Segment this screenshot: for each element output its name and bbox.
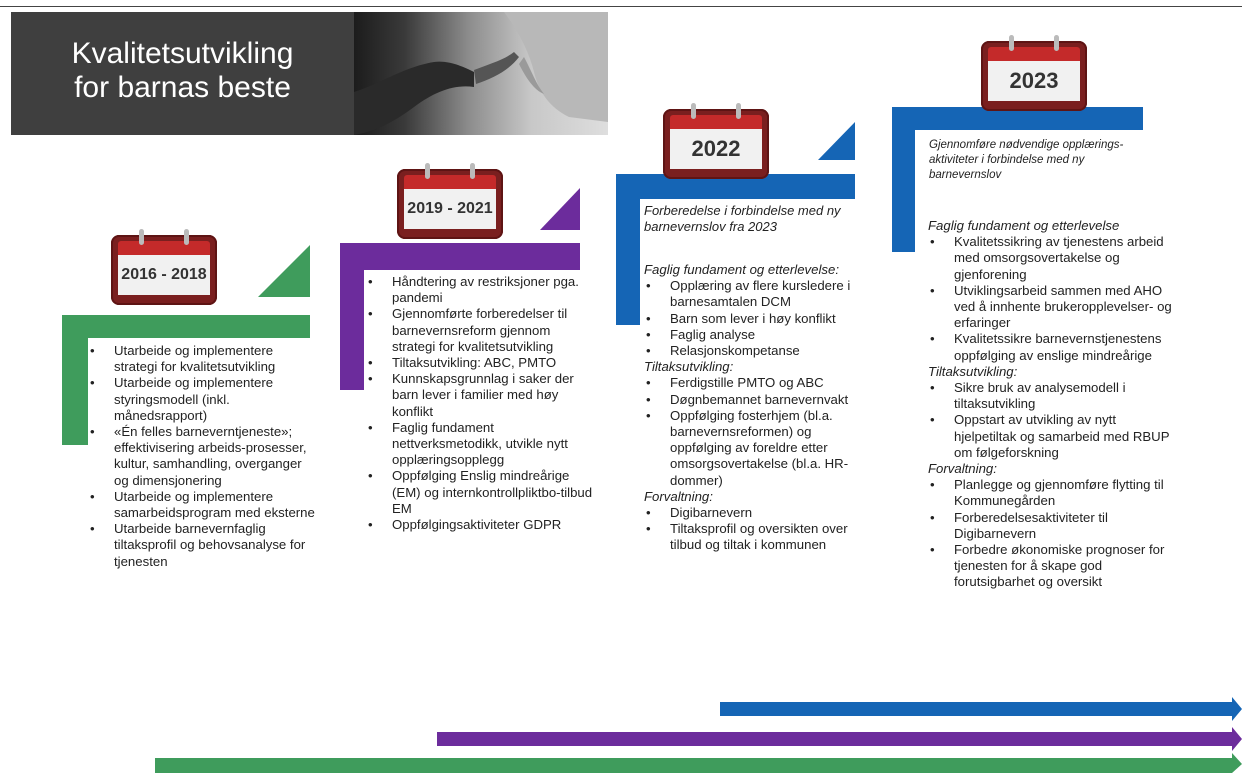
hands-illustration bbox=[354, 12, 608, 135]
list-item: Kvalitetssikre barnevernstjenestens oppf… bbox=[928, 331, 1178, 363]
calendar-2019-2021: 2019 - 2021 bbox=[397, 163, 503, 239]
list-item: Oppstart av utvikling av nytt hjelpetilt… bbox=[928, 412, 1178, 461]
list-2019-2021: Håndtering av restriksjoner pga. pandemi… bbox=[366, 274, 594, 533]
green-step bbox=[62, 315, 310, 445]
title-line-2: for barnas beste bbox=[74, 71, 291, 104]
list-item: Oppfølgingsaktiviteter GDPR bbox=[366, 517, 594, 533]
list-item: Opplæring av flere kursledere i barnesam… bbox=[644, 278, 874, 310]
list-item: Kvalitetssikring av tjenestens arbeid me… bbox=[928, 234, 1178, 283]
period-label: 2019 - 2021 bbox=[404, 189, 496, 229]
list-item: Tiltaksutvikling: ABC, PMTO bbox=[366, 355, 594, 371]
list-item: Faglig fundament nettverksmetodikk, utvi… bbox=[366, 420, 594, 469]
list-item: Ferdigstille PMTO og ABC bbox=[644, 375, 874, 391]
blue-step-2022 bbox=[616, 174, 855, 325]
purple-arrow bbox=[437, 727, 1242, 751]
title-banner: Kvalitetsutvikling for barnas beste bbox=[11, 12, 354, 135]
list-item: «Én felles barneverntjeneste»; effektivi… bbox=[88, 424, 318, 489]
list-item: Forberedelsesaktiviteter til Digibarneve… bbox=[928, 510, 1178, 542]
calendar-2016-2018: 2016 - 2018 bbox=[111, 229, 217, 305]
period-label: 2016 - 2018 bbox=[118, 255, 210, 295]
blue-arrow bbox=[720, 697, 1242, 721]
period-label: 2022 bbox=[670, 129, 762, 169]
list-item: Forbedre økonomiske prognoser for tjenes… bbox=[928, 542, 1178, 591]
title-line-1: Kvalitetsutvikling bbox=[71, 37, 294, 70]
calendar-2022: 2022 bbox=[663, 103, 769, 179]
hands-photo bbox=[354, 12, 608, 135]
section-heading: Faglig fundament og etterlevelse: bbox=[644, 262, 839, 277]
list-item: Utarbeide og implementere strategi for k… bbox=[88, 343, 318, 375]
list-2023: Faglig fundament og etterlevelse Kvalite… bbox=[928, 218, 1178, 591]
section-heading: Tiltaksutvikling: bbox=[644, 359, 734, 375]
purple-triangle bbox=[540, 188, 580, 230]
list-item: Relasjonskompetanse bbox=[644, 343, 874, 359]
section-heading: Tiltaksutvikling: bbox=[928, 363, 1018, 379]
list-item: Planlegge og gjennomføre flytting til Ko… bbox=[928, 477, 1178, 509]
period-label: 2023 bbox=[988, 61, 1080, 101]
list-item: Døgnbemannet barnevernvakt bbox=[644, 392, 874, 408]
list-item: Utarbeide og implementere styringsmodell… bbox=[88, 375, 318, 424]
section-heading: Forvaltning: bbox=[644, 488, 713, 504]
intro-2023: Gjennomføre nødvendige opplærings-aktivi… bbox=[929, 139, 1124, 181]
list-item: Sikre bruk av analysemodell i tiltaksutv… bbox=[928, 380, 1178, 412]
purple-step bbox=[340, 243, 580, 390]
blue-step-2023 bbox=[892, 107, 1143, 252]
list-item: Kunnskapsgrunnlag i saker der barn lever… bbox=[366, 371, 594, 420]
top-rule bbox=[0, 0, 1242, 7]
list-item: Faglig analyse bbox=[644, 327, 874, 343]
calendar-2023: 2023 bbox=[981, 35, 1087, 111]
list-item: Oppfølging Enslig mindreårige (EM) og in… bbox=[366, 468, 594, 517]
green-triangle bbox=[258, 245, 310, 297]
section-heading: Faglig fundament og etterlevelse bbox=[928, 218, 1120, 233]
section-heading: Forvaltning: bbox=[928, 461, 997, 477]
list-item: Utviklingsarbeid sammen med AHO ved å in… bbox=[928, 283, 1178, 332]
green-arrow bbox=[155, 753, 1242, 773]
list-item: Digibarnevern bbox=[644, 505, 874, 521]
intro-2022: Forberedelse i forbindelse med ny barnev… bbox=[644, 203, 841, 234]
list-2022: Faglig fundament og etterlevelse: Opplær… bbox=[644, 262, 874, 554]
list-item: Oppfølging fosterhjem (bl.a. barnevernsr… bbox=[644, 408, 874, 489]
list-item: Utarbeide barnevernfaglig tiltaksprofil … bbox=[88, 521, 318, 570]
list-item: Håndtering av restriksjoner pga. pandemi bbox=[366, 274, 594, 306]
list-item: Barn som lever i høy konflikt bbox=[644, 311, 874, 327]
list-item: Gjennomførte forberedelser til barnevern… bbox=[366, 306, 594, 355]
list-2016-2018: Utarbeide og implementere strategi for k… bbox=[88, 343, 318, 570]
blue-triangle-2022 bbox=[818, 122, 855, 160]
list-item: Utarbeide og implementere samarbeidsprog… bbox=[88, 489, 318, 521]
list-item: Tiltaksprofil og oversikten over tilbud … bbox=[644, 521, 874, 553]
